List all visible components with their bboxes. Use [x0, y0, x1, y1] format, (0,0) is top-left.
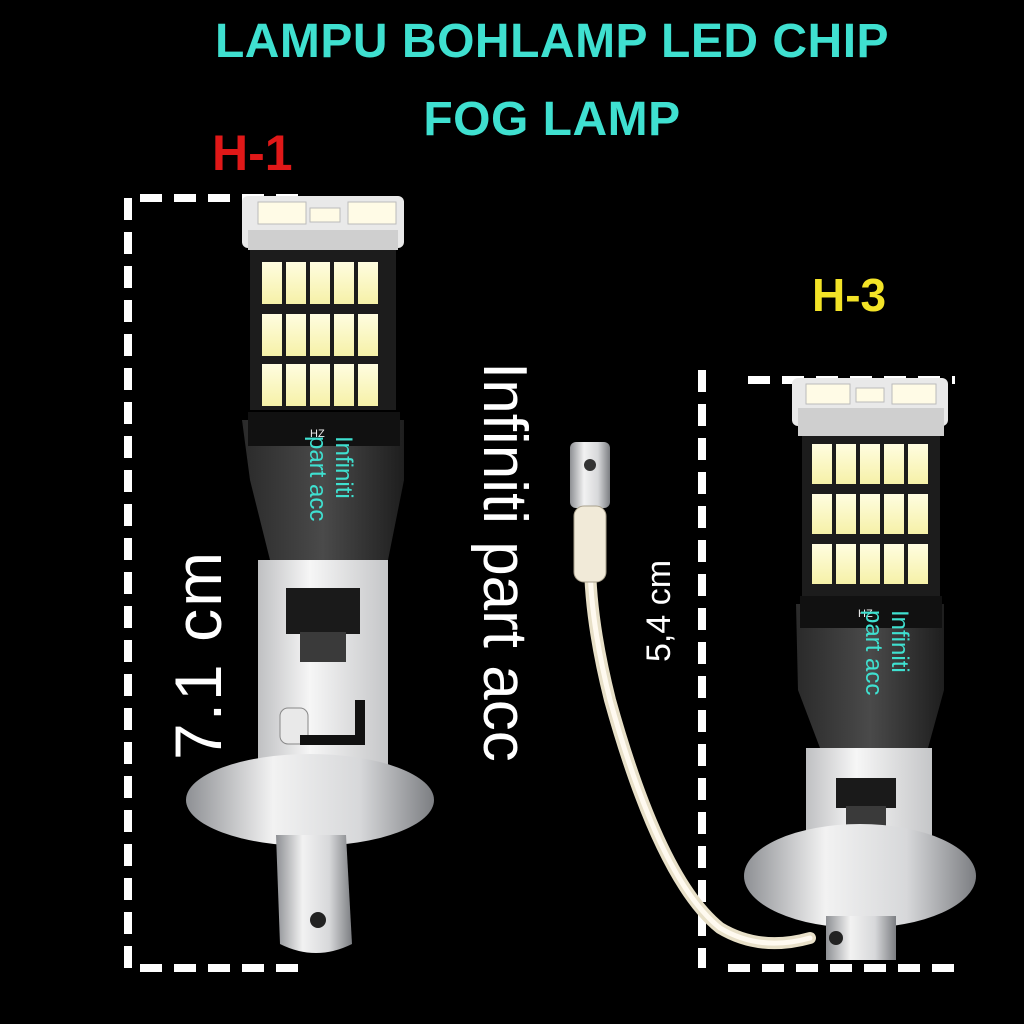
watermark-small-h3-line1: Infiniti — [886, 610, 913, 673]
watermark-small-h1: Infiniti part acc — [304, 436, 357, 522]
title-line-2: FOG LAMP — [423, 93, 681, 146]
watermark-small-h3: Infiniti part acc — [860, 610, 913, 696]
title-line-1: LAMPU BOHLAMP LED CHIP — [214, 15, 890, 68]
watermark-large: Infiniti part acc — [470, 362, 539, 762]
watermark-small-h3-line2: part acc — [860, 610, 887, 696]
h3-chip-text: HZ — [858, 608, 873, 620]
watermark-small-h1-line2: part acc — [304, 436, 331, 522]
h1-height-label: 7.1 cm — [161, 549, 235, 760]
h3-bulb — [744, 378, 976, 960]
h1-chip-text: HZ — [310, 428, 325, 440]
connector-wire — [570, 442, 816, 950]
h3-label: H-3 — [812, 269, 887, 321]
h1-bulb — [186, 196, 434, 953]
h3-height-label: 5,4 cm — [640, 559, 678, 662]
h1-label: H-1 — [212, 125, 293, 181]
watermark-small-h1-line1: Infiniti — [330, 436, 357, 499]
